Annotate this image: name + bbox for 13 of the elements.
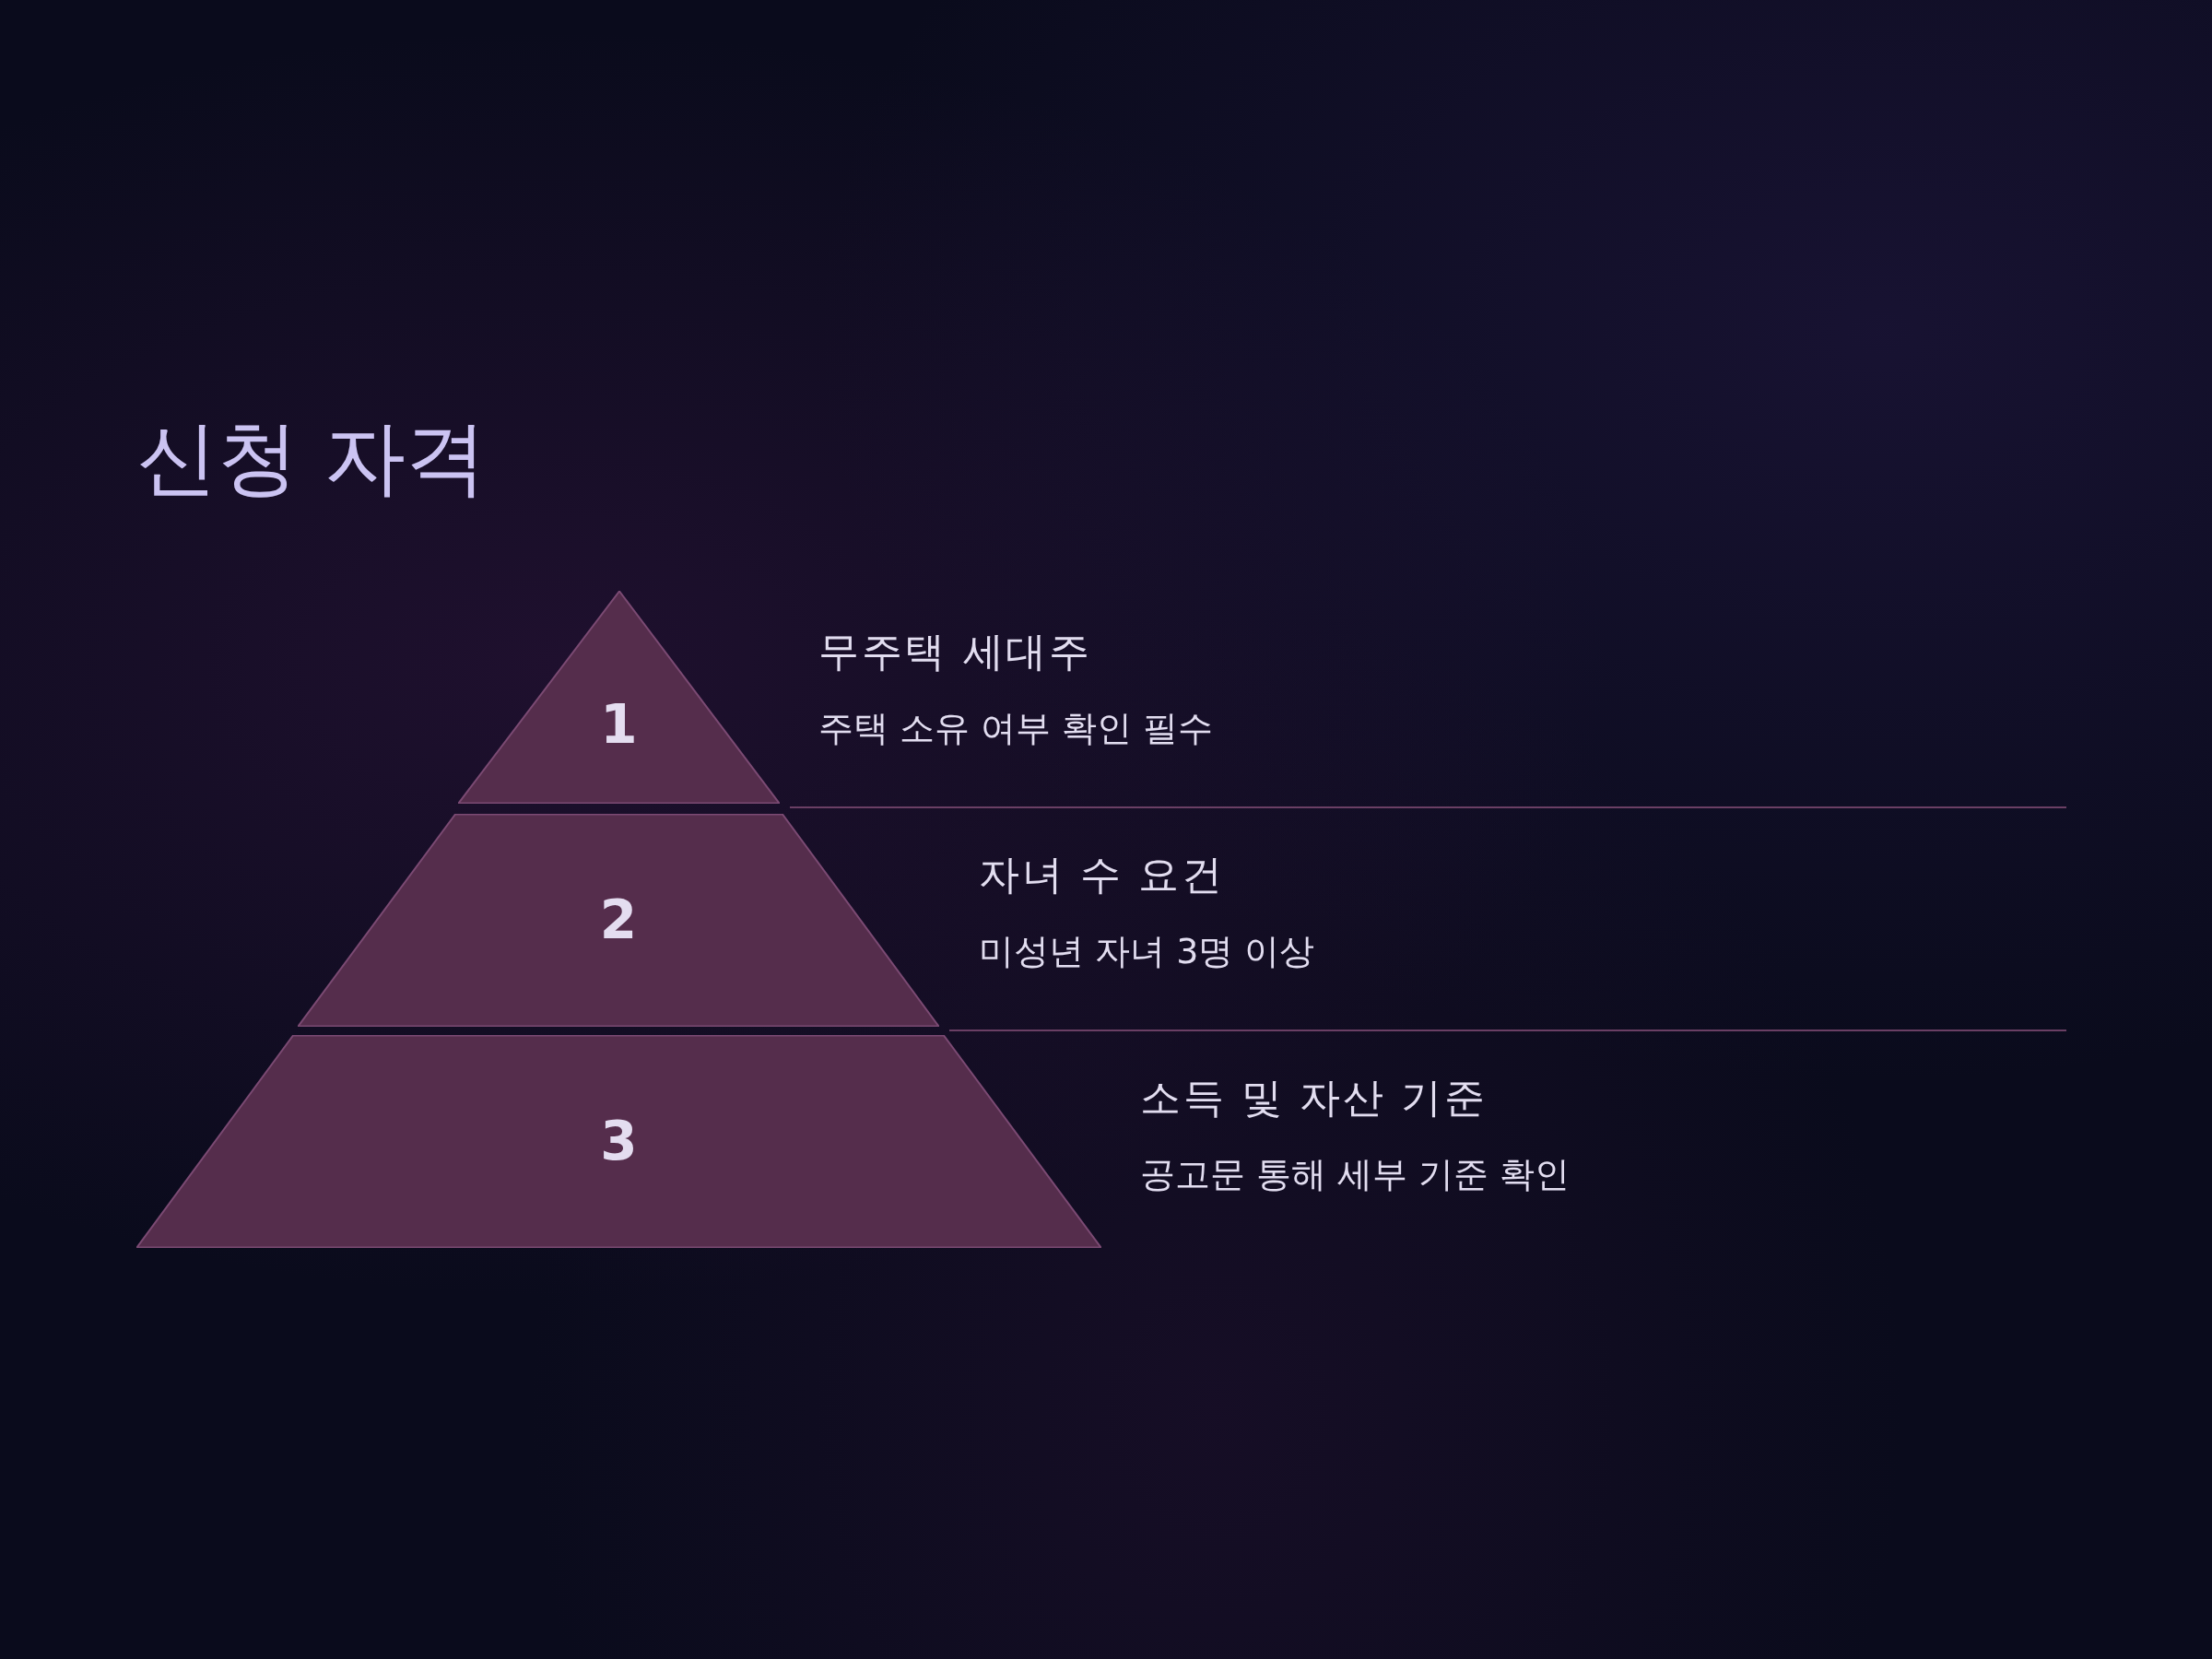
tier-description: 공고문 통해 세부 기준 확인	[1140, 1153, 1571, 1196]
tier-number: 2	[599, 889, 638, 951]
tier-number: 3	[600, 1111, 638, 1172]
tier-heading: 무주택 세대주	[818, 628, 1093, 677]
tier-description: 미성년 자녀 3명 이상	[979, 930, 1315, 973]
pyramid-tier	[136, 1035, 1101, 1248]
tier-heading: 소득 및 자산 기준	[1140, 1074, 1488, 1123]
title: 신청 자격	[136, 409, 487, 507]
pyramid-tier	[298, 814, 939, 1027]
tier-description: 주택 소유 여부 확인 필수	[818, 707, 1214, 750]
pyramid-tier	[458, 591, 780, 804]
tier-number: 1	[600, 694, 638, 756]
tier-heading: 자녀 수 요건	[979, 851, 1226, 900]
